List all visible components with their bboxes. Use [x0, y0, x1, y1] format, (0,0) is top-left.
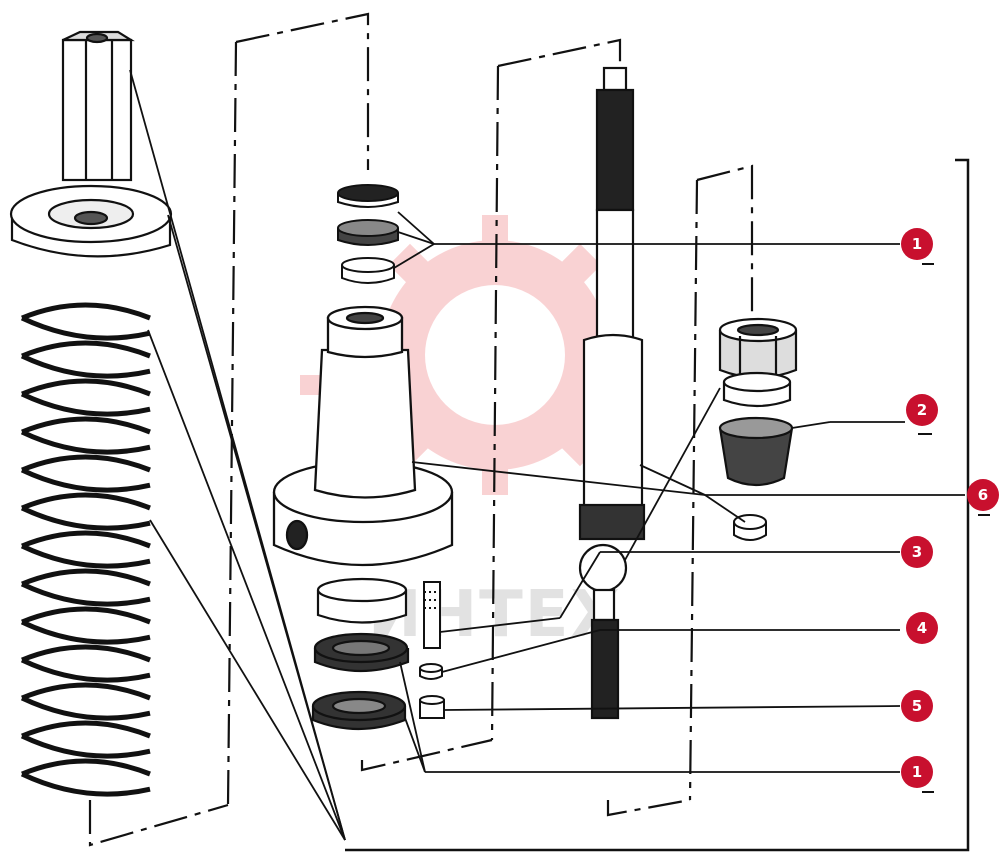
callout-marker-5: 5 — [901, 690, 933, 722]
leader-lines — [129, 69, 965, 841]
bushing-part-5 — [419, 695, 445, 719]
spring-coil — [21, 492, 151, 511]
seal-ring-top-2 — [337, 219, 399, 246]
threaded-stem — [578, 66, 646, 541]
spring-coil — [21, 644, 151, 663]
callout-marker-3: 3 — [901, 536, 933, 568]
spring-coil — [20, 543, 151, 569]
spring-coil — [20, 467, 151, 493]
spring-coil — [21, 758, 151, 777]
spring-coil — [21, 720, 151, 739]
spring-coil — [21, 606, 151, 625]
pin-part-3 — [423, 581, 441, 649]
spring-coil — [20, 733, 151, 759]
callout-marker-1-bottom: 1 — [901, 756, 933, 788]
callout-label: 1 — [912, 763, 922, 781]
spring-coil — [21, 416, 151, 435]
callout-label: 3 — [912, 543, 922, 561]
seal-ring-bottom-1 — [316, 577, 408, 624]
ball-stud — [578, 543, 628, 720]
washer-part-4 — [419, 663, 443, 680]
outer-bracket — [345, 158, 970, 852]
spring-coil — [20, 695, 151, 721]
spring-coil — [20, 581, 151, 607]
spring-coil — [21, 340, 151, 359]
spring-coil — [20, 391, 151, 417]
spring-coil — [20, 429, 151, 455]
spring-coil — [21, 378, 151, 397]
callout-label: 6 — [978, 486, 988, 504]
spring-washer-plate — [9, 184, 173, 258]
spring-coil — [20, 657, 151, 683]
assembly-frames — [88, 12, 754, 847]
callout-label: 2 — [917, 401, 927, 419]
callout-label: 1 — [912, 235, 922, 253]
filter-cup-part-2 — [718, 416, 794, 487]
seal-ring-bottom-3 — [311, 690, 407, 731]
valve-body — [272, 305, 454, 567]
callout-marker-4: 4 — [906, 612, 938, 644]
callout-marker-1-top: 1 — [901, 228, 933, 260]
seal-ring-top-1 — [337, 184, 399, 208]
union-nut — [718, 317, 798, 379]
callout-marker-2: 2 — [906, 394, 938, 426]
callout-ticks — [918, 263, 990, 793]
spring-coil — [20, 505, 151, 531]
spring-coil — [20, 771, 151, 797]
callout-marker-6: 6 — [967, 479, 999, 511]
spring-coil — [20, 353, 151, 379]
union-seat — [722, 371, 792, 408]
hex-nut-large — [61, 30, 135, 182]
callout-label: 5 — [912, 697, 922, 715]
callout-label: 4 — [917, 619, 927, 637]
small-hex-nut — [733, 514, 767, 541]
seal-ring-bottom-2 — [313, 632, 410, 673]
spring-coil — [21, 682, 151, 701]
spring-coil — [21, 568, 151, 587]
seal-ring-top-3 — [341, 257, 395, 284]
spring-coil — [21, 530, 151, 549]
spring-coil — [21, 454, 151, 473]
coil-spring — [20, 302, 151, 797]
spring-coil — [20, 315, 151, 341]
spring-coil — [21, 302, 151, 321]
spring-coil — [20, 619, 151, 645]
